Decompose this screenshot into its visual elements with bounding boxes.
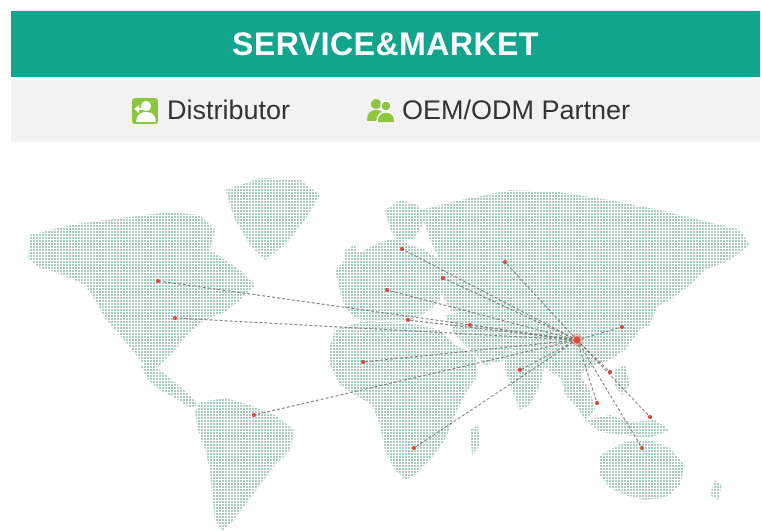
hub-marker	[571, 334, 583, 346]
greenland	[225, 178, 320, 260]
market-marker	[406, 318, 410, 322]
market-marker	[412, 446, 416, 450]
world-map-svg	[28, 178, 750, 531]
market-marker	[252, 413, 256, 417]
title-banner: SERVICE&MARKET	[11, 11, 760, 77]
route-line	[576, 339, 643, 449]
route-line	[253, 339, 578, 416]
route-line	[576, 339, 598, 404]
route-line	[469, 324, 578, 341]
partner-people-icon	[366, 97, 396, 125]
market-marker	[620, 325, 624, 329]
indonesia	[585, 415, 670, 438]
legend-item-distributor: Distributor	[131, 95, 290, 126]
europe	[335, 238, 445, 322]
route-line	[362, 339, 578, 363]
madagascar	[470, 425, 480, 455]
philippines	[614, 365, 630, 395]
legend-label-partner: OEM/ODM Partner	[402, 95, 631, 125]
market-marker	[468, 323, 472, 327]
market-marker	[173, 316, 177, 320]
market-marker	[400, 247, 404, 251]
british-isles	[343, 245, 360, 272]
market-marker	[156, 279, 160, 283]
world-map	[0, 150, 761, 531]
page-title: SERVICE&MARKET	[232, 25, 539, 62]
route-line	[407, 319, 578, 341]
continents	[28, 178, 750, 531]
north-america	[28, 212, 255, 372]
route-lines	[157, 248, 651, 449]
route-line	[576, 326, 623, 341]
scandinavia	[385, 200, 425, 242]
route-line	[413, 339, 578, 449]
africa	[330, 322, 478, 480]
market-marker	[361, 360, 365, 364]
australia	[600, 440, 685, 500]
distributor-person-icon	[131, 97, 159, 125]
japan	[635, 290, 658, 330]
route-line	[174, 317, 578, 341]
market-markers	[156, 247, 652, 450]
india	[505, 350, 545, 410]
route-line	[576, 339, 651, 418]
southeast-asia	[560, 375, 595, 420]
route-line	[504, 261, 578, 341]
central-america	[140, 365, 198, 408]
market-marker	[441, 276, 445, 280]
market-marker	[503, 260, 507, 264]
route-line	[519, 339, 578, 371]
market-marker	[595, 401, 599, 405]
legend-bar: Distributor OEM/ODM Partner	[11, 80, 760, 142]
south-america	[195, 398, 295, 531]
market-marker	[648, 415, 652, 419]
market-marker	[608, 370, 612, 374]
market-marker	[385, 288, 389, 292]
legend-label-distributor: Distributor	[167, 95, 291, 125]
legend-item-partner: OEM/ODM Partner	[366, 95, 630, 126]
route-line	[386, 289, 578, 341]
market-marker	[518, 368, 522, 372]
market-marker	[640, 446, 644, 450]
route-line	[401, 248, 578, 341]
asia	[420, 190, 750, 380]
new-zealand	[710, 480, 722, 500]
